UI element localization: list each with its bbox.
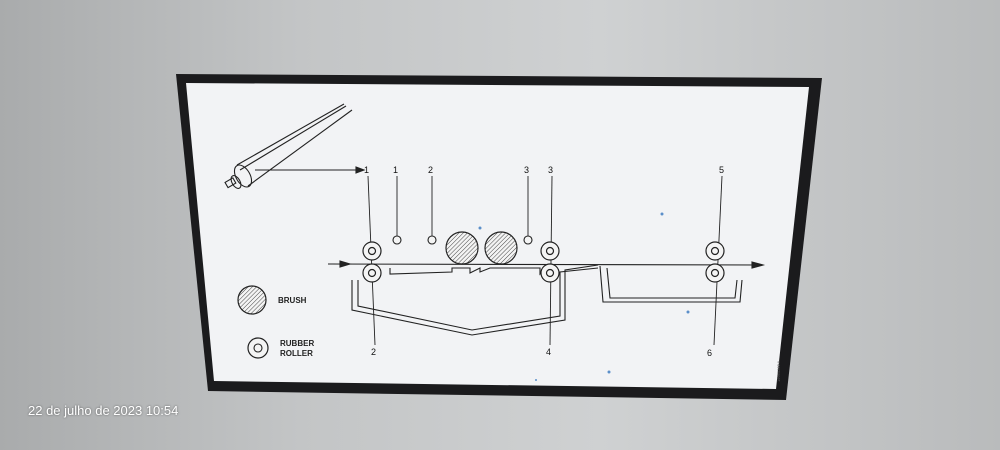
rubber-rollers (362, 241, 725, 283)
spray-nozzles (392, 235, 533, 245)
legend: BRUSH RUBBER ROLLER (237, 285, 314, 359)
brush-legend-icon (237, 285, 267, 315)
label-1b: 1 (393, 165, 398, 175)
label-2: 2 (428, 165, 433, 175)
drawing-code: 19960222 A (776, 360, 781, 382)
brushes (445, 231, 518, 265)
roller-illustration (224, 103, 366, 189)
leader-lines (367, 175, 723, 346)
label-6: 6 (707, 348, 712, 358)
legend-rubber: RUBBER (280, 339, 314, 348)
label-5: 5 (719, 165, 724, 175)
process-diagram (224, 103, 766, 346)
bottom-number-labels: 2 4 6 (371, 347, 712, 358)
legend-roller: ROLLER (280, 349, 313, 358)
label-3b: 3 (548, 165, 553, 175)
label-3a: 3 (524, 165, 529, 175)
label-1a: 1 (364, 165, 369, 175)
photo-timestamp: 22 de julho de 2023 10:54 (28, 403, 179, 418)
brush-plate (389, 267, 546, 276)
top-number-labels: 1 1 2 3 3 5 (364, 165, 724, 175)
paper-specks (478, 212, 690, 381)
legend-brush: BRUSH (278, 296, 307, 305)
label-2-bottom: 2 (371, 347, 376, 357)
tank-outline-right (599, 265, 743, 303)
rubber-roller-legend-icon (247, 337, 269, 359)
label-4: 4 (546, 347, 551, 357)
tank-outline-left (351, 264, 599, 336)
belt-path-line (327, 263, 763, 266)
